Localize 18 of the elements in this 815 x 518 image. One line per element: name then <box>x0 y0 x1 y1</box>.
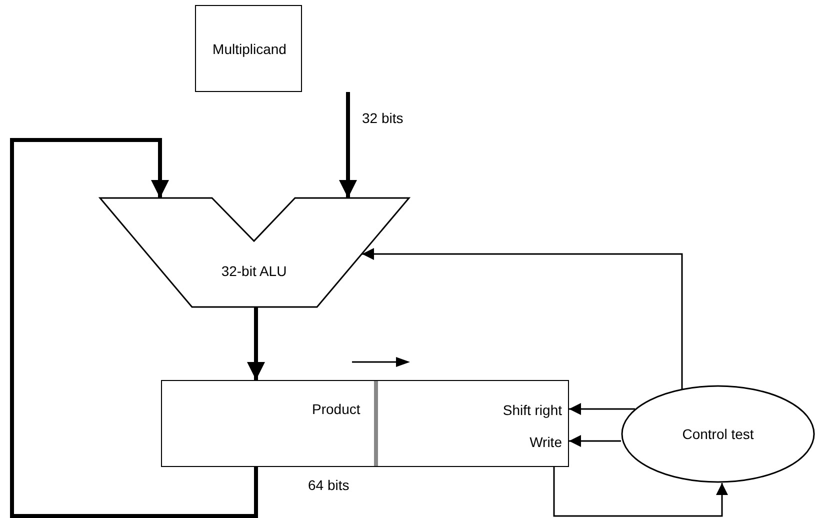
register-box <box>195 5 302 92</box>
arrow <box>247 307 265 380</box>
register-label: Multiplicand <box>212 41 288 57</box>
arrow <box>569 403 635 415</box>
edge-label: 32 bits <box>360 110 406 126</box>
arrow <box>553 467 728 517</box>
alu-shape <box>100 198 409 307</box>
signal-label: Write <box>530 434 562 450</box>
arrow <box>10 138 258 518</box>
control-ellipse <box>621 385 815 483</box>
signal-label: Shift right <box>502 402 562 418</box>
width-label: 64 bits <box>308 477 350 493</box>
control-label: Control test <box>681 426 755 442</box>
alu-label: 32-bit ALU <box>220 263 288 279</box>
arrow <box>569 435 621 447</box>
arrow <box>339 92 357 198</box>
arrow <box>362 248 683 390</box>
register-label: Product <box>312 401 360 417</box>
